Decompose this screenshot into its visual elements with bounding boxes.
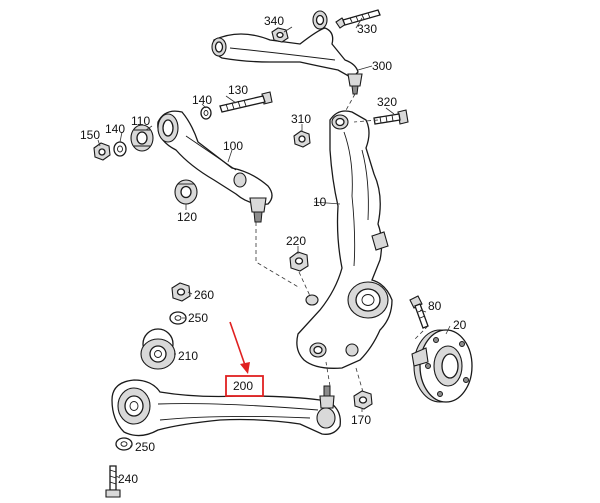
part-labels: 340 330 300 130 140 320 310 110 140 150 … bbox=[80, 14, 467, 486]
upper-control-arm bbox=[211, 10, 363, 95]
label-110: 110 bbox=[131, 114, 150, 128]
washer-250-lower bbox=[115, 437, 133, 451]
nut-150 bbox=[93, 142, 111, 161]
label-140-left: 140 bbox=[105, 122, 125, 136]
highlight-arrow-line bbox=[229, 321, 247, 369]
label-220: 220 bbox=[286, 234, 306, 248]
label-240: 240 bbox=[118, 472, 138, 486]
nut-170 bbox=[353, 390, 373, 410]
bushing-110 bbox=[130, 124, 154, 152]
highlight-box bbox=[225, 375, 264, 397]
highlight-callout bbox=[225, 321, 264, 397]
label-140-top: 140 bbox=[192, 93, 212, 107]
washer-140-left bbox=[113, 141, 127, 157]
bolt-240 bbox=[105, 465, 121, 498]
label-120: 120 bbox=[177, 210, 197, 224]
label-10: 10 bbox=[313, 195, 327, 209]
label-200: 200 bbox=[233, 379, 253, 393]
bolt-330 bbox=[335, 9, 381, 29]
nut-340 bbox=[271, 27, 289, 43]
nut-310 bbox=[293, 130, 311, 148]
label-260: 260 bbox=[194, 288, 214, 302]
bolt-130 bbox=[219, 91, 273, 113]
bushing-120 bbox=[174, 179, 198, 205]
bolt-320 bbox=[373, 109, 409, 125]
label-210: 210 bbox=[178, 349, 198, 363]
label-20: 20 bbox=[453, 318, 467, 332]
label-300: 300 bbox=[372, 59, 392, 73]
steering-knuckle bbox=[296, 110, 393, 369]
label-80: 80 bbox=[428, 299, 442, 313]
label-170: 170 bbox=[351, 413, 371, 427]
nut-220 bbox=[289, 251, 309, 272]
label-330: 330 bbox=[357, 22, 377, 36]
washer-140-top bbox=[200, 106, 212, 120]
label-320: 320 bbox=[377, 95, 397, 109]
wheel-hub bbox=[411, 329, 473, 403]
highlight-arrow-head bbox=[240, 362, 250, 374]
bushing-210 bbox=[140, 328, 176, 370]
lower-control-arm-200 bbox=[111, 379, 341, 437]
bolt-80 bbox=[409, 295, 429, 329]
label-250-upper: 250 bbox=[188, 311, 208, 325]
leader-lines bbox=[97, 17, 451, 479]
label-310: 310 bbox=[291, 112, 311, 126]
label-100: 100 bbox=[223, 139, 243, 153]
label-130: 130 bbox=[228, 83, 248, 97]
nut-260 bbox=[171, 282, 191, 302]
tension-arm-100 bbox=[157, 110, 273, 223]
label-150: 150 bbox=[80, 128, 100, 142]
label-250-lower: 250 bbox=[135, 440, 155, 454]
assembly-lines bbox=[255, 93, 429, 393]
label-340: 340 bbox=[264, 14, 284, 28]
